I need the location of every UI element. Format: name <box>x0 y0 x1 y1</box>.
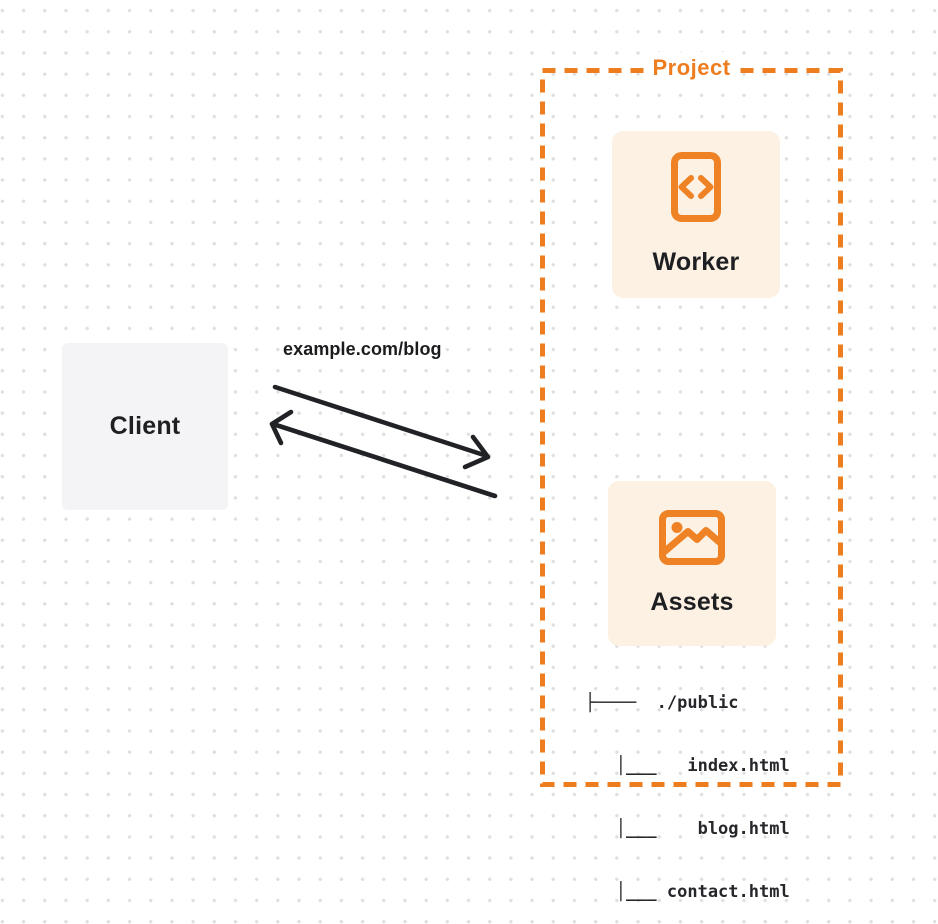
assets-card: Assets <box>608 481 776 646</box>
file-tree-line: │___ blog.html <box>585 819 790 839</box>
worker-card: Worker <box>612 131 780 298</box>
client-label: Client <box>109 412 181 440</box>
response-arrow <box>269 409 498 499</box>
project-container: Project <box>540 52 843 787</box>
request-url-label: example.com/blog <box>283 339 442 359</box>
worker-label: Worker <box>652 248 740 276</box>
file-tree-line: │___ index.html <box>585 756 790 776</box>
project-label: Project <box>643 52 740 84</box>
file-tree-line: │___ contact.html <box>585 882 790 902</box>
client-box: Client <box>62 343 228 510</box>
image-icon <box>659 510 725 565</box>
code-file-icon <box>671 152 721 222</box>
assets-label: Assets <box>650 588 734 616</box>
assets-file-tree: ├──── ./public │___ index.html │___ blog… <box>585 651 790 924</box>
file-tree-line: ├──── ./public <box>585 693 739 713</box>
diagram-canvas: { "colors": { "accent_orange": "#ed7d1f"… <box>0 0 938 902</box>
request-arrow <box>272 384 491 470</box>
